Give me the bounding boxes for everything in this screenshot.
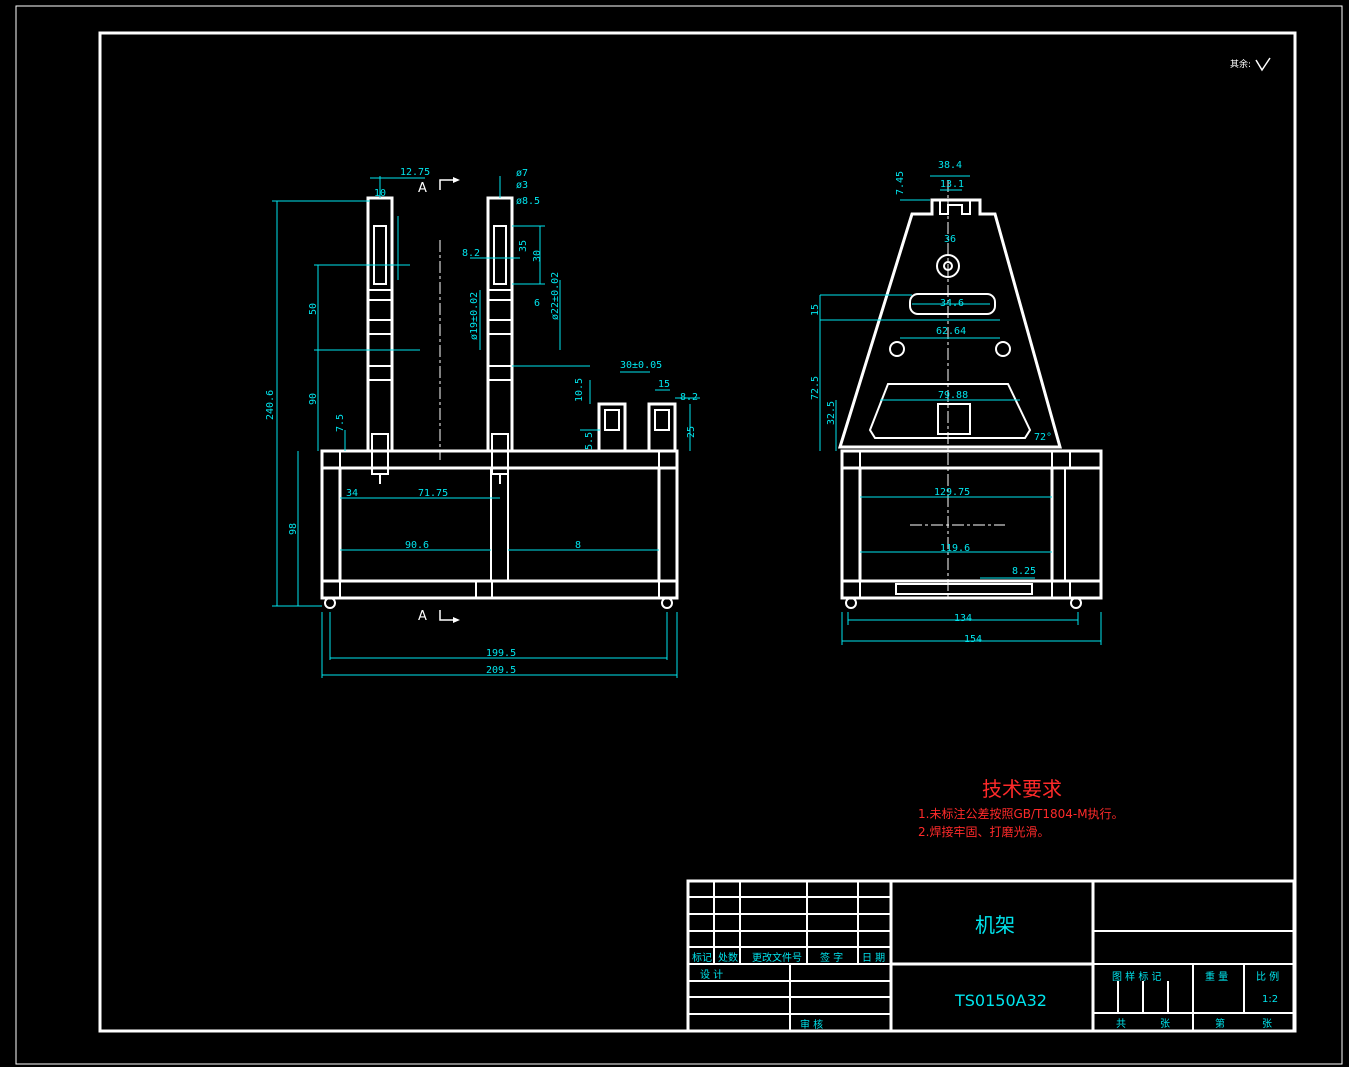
svg-text:8: 8: [575, 540, 581, 551]
svg-text:审 核: 审 核: [800, 1018, 823, 1031]
part-name: 机架: [975, 913, 1015, 937]
front-view: A A: [320, 177, 679, 624]
title-block: 机架 TS0150A32 标记 处数 更改文件号 签 字 日 期 设 计 审 核…: [686, 879, 1296, 1033]
svg-text:119.6: 119.6: [940, 543, 970, 554]
svg-text:ø22±0.02: ø22±0.02: [550, 272, 561, 320]
svg-text:ø3: ø3: [516, 180, 528, 191]
outer-border: [15, 5, 1343, 1065]
svg-text:ø7: ø7: [516, 168, 528, 179]
svg-text:72.5: 72.5: [810, 376, 821, 400]
svg-text:更改文件号: 更改文件号: [752, 951, 802, 964]
roughness-symbol-icon: [1255, 57, 1271, 72]
svg-text:62.64: 62.64: [936, 326, 966, 337]
drawing-number: TS0150A32: [954, 991, 1047, 1010]
svg-text:15: 15: [810, 304, 821, 316]
svg-text:设 计: 设 计: [700, 968, 723, 981]
tech-requirement-2: 2.焊接牢固、打磨光滑。: [918, 824, 1049, 839]
svg-text:134: 134: [954, 613, 972, 624]
svg-text:199.5: 199.5: [486, 648, 516, 659]
svg-text:13.1: 13.1: [940, 179, 964, 190]
svg-text:图 样 标 记: 图 样 标 记: [1112, 970, 1162, 983]
svg-text:张: 张: [1262, 1018, 1272, 1030]
svg-text:25: 25: [686, 426, 697, 438]
svg-text:129.75: 129.75: [934, 487, 970, 498]
svg-text:8.2: 8.2: [462, 248, 480, 259]
side-view-dim-text: 38.4 7.45 13.1 36 34.6 62.64 15 79.88 72…: [810, 160, 1052, 645]
svg-text:12.75: 12.75: [400, 167, 430, 178]
svg-text:1:2: 1:2: [1262, 994, 1278, 1005]
svg-text:8.2: 8.2: [680, 392, 698, 403]
svg-text:34: 34: [346, 488, 358, 499]
svg-text:ø19±0.02: ø19±0.02: [469, 292, 480, 340]
svg-text:第: 第: [1215, 1017, 1225, 1030]
section-label-bottom: A: [418, 609, 427, 624]
svg-text:比 例: 比 例: [1256, 970, 1279, 983]
svg-text:90: 90: [308, 393, 319, 405]
svg-text:6: 6: [534, 298, 540, 309]
svg-text:98: 98: [288, 523, 299, 535]
svg-text:32.5: 32.5: [826, 401, 837, 425]
svg-text:张: 张: [1160, 1018, 1170, 1030]
svg-text:154: 154: [964, 634, 982, 645]
svg-text:71.75: 71.75: [418, 488, 448, 499]
tech-requirements: 技术要求 1.未标注公差按照GB/T1804-M执行。 2.焊接牢固、打磨光滑。: [918, 777, 1124, 839]
front-view-dim-text: 12.75 10 ø7 ø3 ø8.5 240.6 50 90 7.5 98 3…: [265, 167, 698, 676]
svg-text:7.5: 7.5: [335, 414, 346, 432]
svg-text:重 量: 重 量: [1205, 970, 1228, 983]
svg-text:209.5: 209.5: [486, 665, 516, 676]
svg-text:标记: 标记: [692, 952, 712, 964]
svg-text:30±0.05: 30±0.05: [620, 360, 662, 371]
svg-text:34.6: 34.6: [940, 298, 964, 309]
svg-text:38.4: 38.4: [938, 160, 962, 171]
svg-text:35: 35: [518, 240, 529, 252]
svg-text:90.6: 90.6: [405, 540, 429, 551]
tech-requirements-title: 技术要求: [982, 777, 1062, 801]
svg-text:ø8.5: ø8.5: [516, 196, 540, 207]
svg-text:50: 50: [308, 303, 319, 315]
svg-text:共: 共: [1116, 1018, 1126, 1030]
svg-text:30: 30: [532, 250, 543, 262]
svg-text:79.88: 79.88: [938, 390, 968, 401]
svg-text:签 字: 签 字: [820, 951, 843, 964]
svg-text:5.5: 5.5: [584, 432, 595, 450]
front-view-dimensions: [272, 176, 700, 678]
svg-text:10.5: 10.5: [574, 378, 585, 402]
side-view-dimensions: [819, 175, 1102, 645]
svg-text:10: 10: [374, 188, 386, 199]
svg-text:8.25: 8.25: [1012, 566, 1036, 577]
tech-requirement-1: 1.未标注公差按照GB/T1804-M执行。: [918, 806, 1124, 821]
svg-text:36: 36: [944, 234, 956, 245]
svg-text:7.45: 7.45: [895, 171, 906, 195]
roughness-note: 其余:: [1230, 58, 1251, 70]
section-label-top: A: [418, 181, 427, 196]
svg-text:日 期: 日 期: [862, 952, 885, 964]
side-view: [837, 180, 1103, 609]
svg-text:240.6: 240.6: [265, 390, 276, 420]
svg-text:72°: 72°: [1034, 432, 1052, 443]
svg-text:15: 15: [658, 379, 670, 390]
svg-text:处数: 处数: [718, 951, 738, 964]
